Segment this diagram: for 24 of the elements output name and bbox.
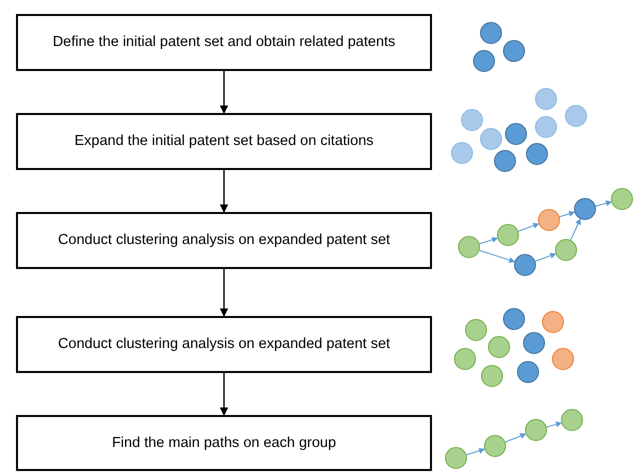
arrow xyxy=(546,422,562,428)
arrow xyxy=(570,218,581,241)
arrow xyxy=(559,210,576,218)
step-text: Conduct clustering analysis on expanded patent set xyxy=(58,335,390,354)
arrow xyxy=(504,433,526,442)
arrow xyxy=(220,71,228,114)
step-text: Conduct clustering analysis on expanded patent set xyxy=(58,231,390,250)
process-box xyxy=(16,14,432,71)
arrow xyxy=(479,236,498,244)
process-box xyxy=(16,212,432,269)
step-text: Find the main paths on each group xyxy=(112,434,336,452)
arrow xyxy=(534,252,556,262)
arrow xyxy=(220,269,228,317)
arrow xyxy=(220,170,228,213)
arrow xyxy=(595,200,612,207)
arrow xyxy=(220,373,228,416)
process-box xyxy=(16,316,432,373)
step-text: Expand the initial patent set based on citations xyxy=(74,132,374,151)
arrow xyxy=(478,250,516,263)
process-box xyxy=(16,113,432,170)
arrow xyxy=(518,222,540,232)
step-text: Define the initial patent set and obtain related patents xyxy=(52,33,396,52)
process-box xyxy=(16,415,432,471)
arrow xyxy=(466,448,486,456)
